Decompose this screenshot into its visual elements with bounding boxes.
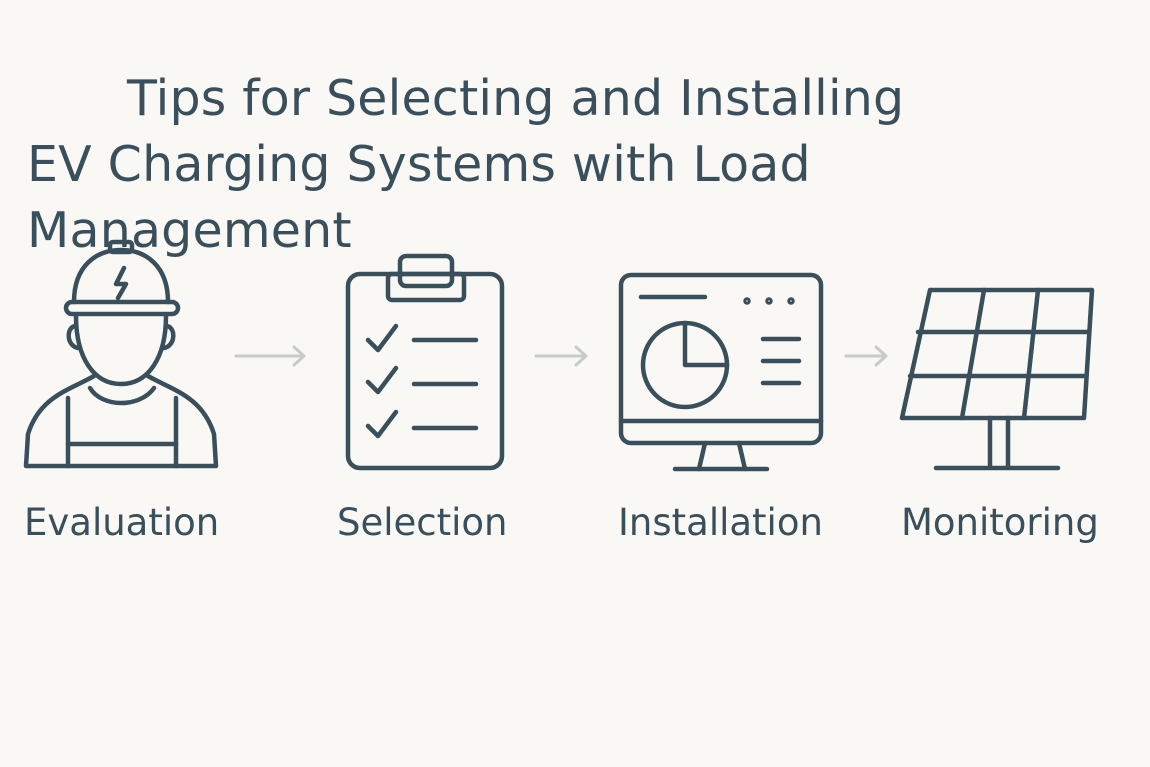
title-line-1: Tips for Selecting and Installing [127, 70, 905, 127]
arrow-right-icon [534, 344, 592, 372]
arrow-right-icon [844, 344, 892, 372]
diagram-title: Tips for Selecting and Installing EV Cha… [0, 66, 1150, 264]
step-label-installation: Installation [618, 501, 823, 544]
monitor-pie-chart-icon [617, 271, 827, 475]
title-line-2: EV Charging Systems with Load Management [27, 136, 811, 259]
step-label-evaluation: Evaluation [24, 501, 220, 544]
step-label-monitoring: Monitoring [901, 501, 1099, 544]
arrow-right-icon [234, 344, 310, 372]
worker-helmet-icon [20, 238, 225, 474]
step-label-selection: Selection [337, 501, 508, 544]
solar-panel-icon [898, 286, 1098, 474]
clipboard-checklist-icon [344, 252, 509, 474]
